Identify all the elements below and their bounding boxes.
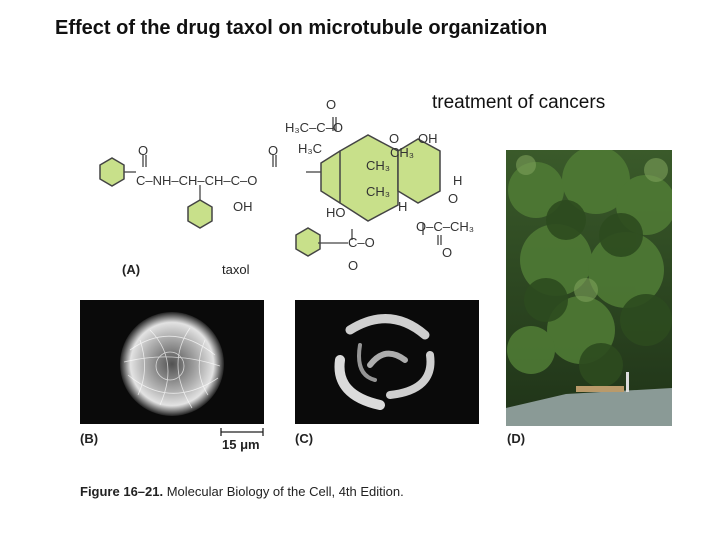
struct-chain: C–NH–CH–CH–C–O — [136, 173, 257, 188]
micrograph-c — [295, 300, 479, 424]
struct-o-acetate: O — [442, 245, 452, 260]
struct-o-chain1: O — [138, 143, 148, 158]
scale-bar-label: 15 μm — [222, 437, 260, 452]
taxol-structure: O H₃C–C–O H₃C O OH CH₃ CH₃ CH₃ H O C–NH–… — [99, 97, 474, 270]
micrograph-b — [80, 300, 264, 424]
slide-title: Effect of the drug taxol on microtubule … — [55, 17, 548, 39]
struct-ch3-c: CH₃ — [366, 184, 390, 199]
panel-a-name: taxol — [222, 262, 250, 277]
struct-h-ring: H — [398, 199, 407, 214]
forest-photo — [506, 150, 672, 426]
struct-h-right: H — [453, 173, 462, 188]
struct-o-top: O — [326, 97, 336, 112]
struct-ch3-a: CH₃ — [390, 145, 414, 160]
struct-h3c-ring: H₃C — [298, 141, 322, 156]
taxane-ring-b — [339, 134, 399, 222]
panel-d-label: (D) — [507, 431, 526, 446]
slide-subtitle: treatment of cancers — [432, 92, 606, 113]
benzene-ring-lower — [187, 199, 213, 229]
panel-c-label: (C) — [295, 431, 314, 446]
panel-a-label: (A) — [122, 262, 141, 277]
figure-caption: Figure 16–21. Molecular Biology of the C… — [80, 484, 404, 499]
struct-benzoate: C–O — [348, 235, 375, 250]
struct-oh-chain: OH — [233, 199, 253, 214]
struct-h3c-top: H₃C–C–O — [285, 120, 343, 135]
struct-o-right: O — [448, 191, 458, 206]
struct-o-ketone: O — [389, 131, 399, 146]
caption-figure-number: Figure 16–21. — [80, 484, 164, 499]
struct-oh-top: OH — [418, 131, 438, 146]
struct-o-chain2: O — [268, 143, 278, 158]
taxane-ring-c — [397, 138, 441, 204]
struct-o-benzoate: O — [348, 258, 358, 270]
struct-acetate: O–C–CH₃ — [416, 219, 474, 234]
benzene-ring-left — [99, 157, 125, 187]
scale-bar — [220, 428, 264, 436]
panel-b-label: (B) — [80, 431, 99, 446]
struct-ch3-b: CH₃ — [366, 158, 390, 173]
struct-ho: HO — [326, 205, 346, 220]
benzene-ring-bottom — [295, 227, 321, 257]
caption-source: Molecular Biology of the Cell, 4th Editi… — [163, 484, 404, 499]
